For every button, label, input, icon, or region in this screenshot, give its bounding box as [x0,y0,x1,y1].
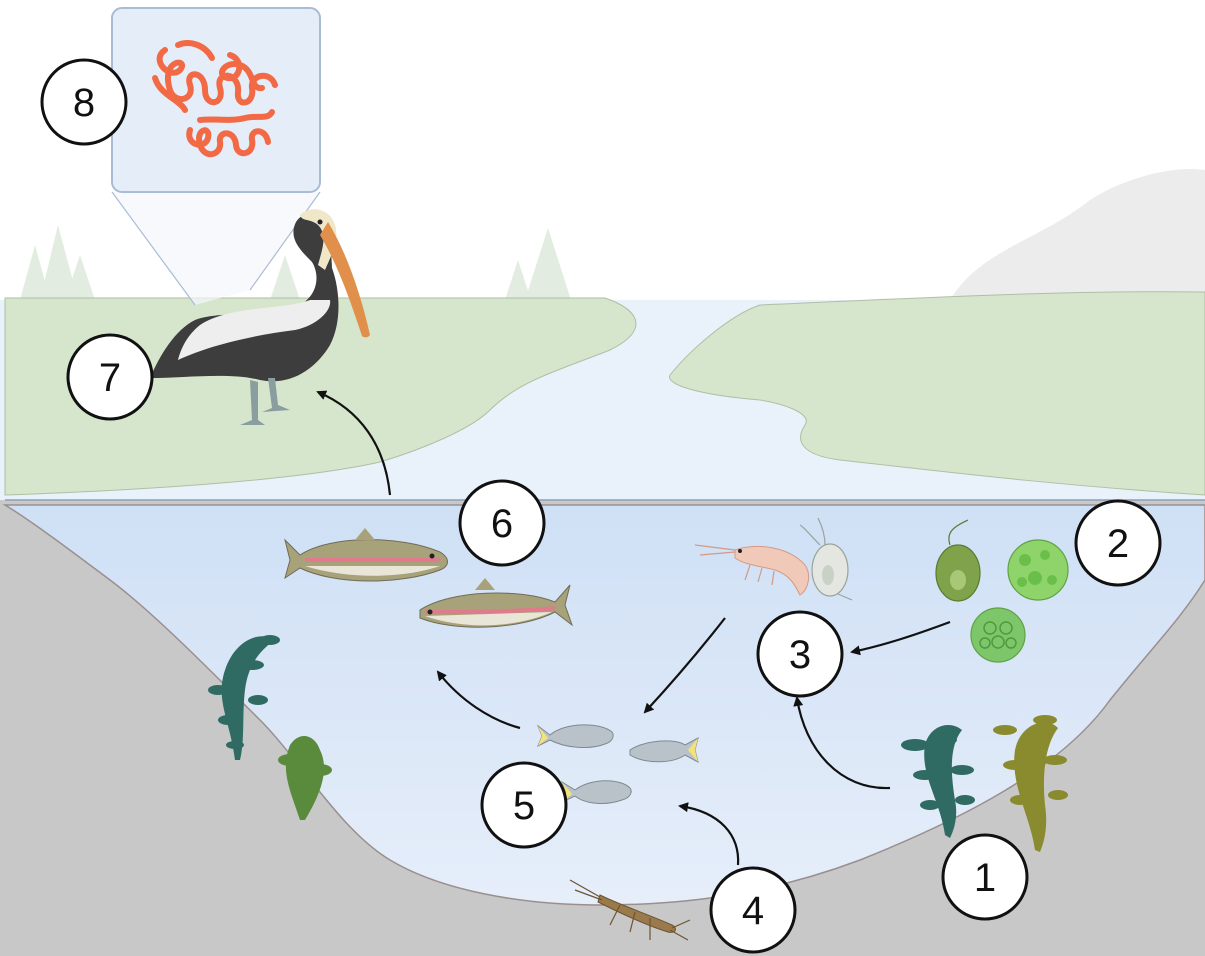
label-3: 3 [758,612,842,696]
label-5-text: 5 [513,784,535,828]
label-4-text: 4 [742,889,764,933]
label-2: 2 [1076,501,1160,585]
label-6: 6 [460,481,544,565]
label-7-text: 7 [99,356,121,400]
label-2-text: 2 [1107,522,1129,566]
label-6-text: 6 [491,502,513,546]
label-4: 4 [711,868,795,952]
label-1: 1 [943,835,1027,919]
label-5: 5 [482,763,566,847]
chlorella [1008,540,1068,600]
label-7: 7 [68,335,152,419]
pelican-eye [318,220,323,225]
label-3-text: 3 [789,633,811,677]
pediastrum [971,608,1025,662]
label-8-text: 8 [73,81,95,125]
label-8: 8 [42,60,126,144]
label-1-text: 1 [974,856,996,900]
